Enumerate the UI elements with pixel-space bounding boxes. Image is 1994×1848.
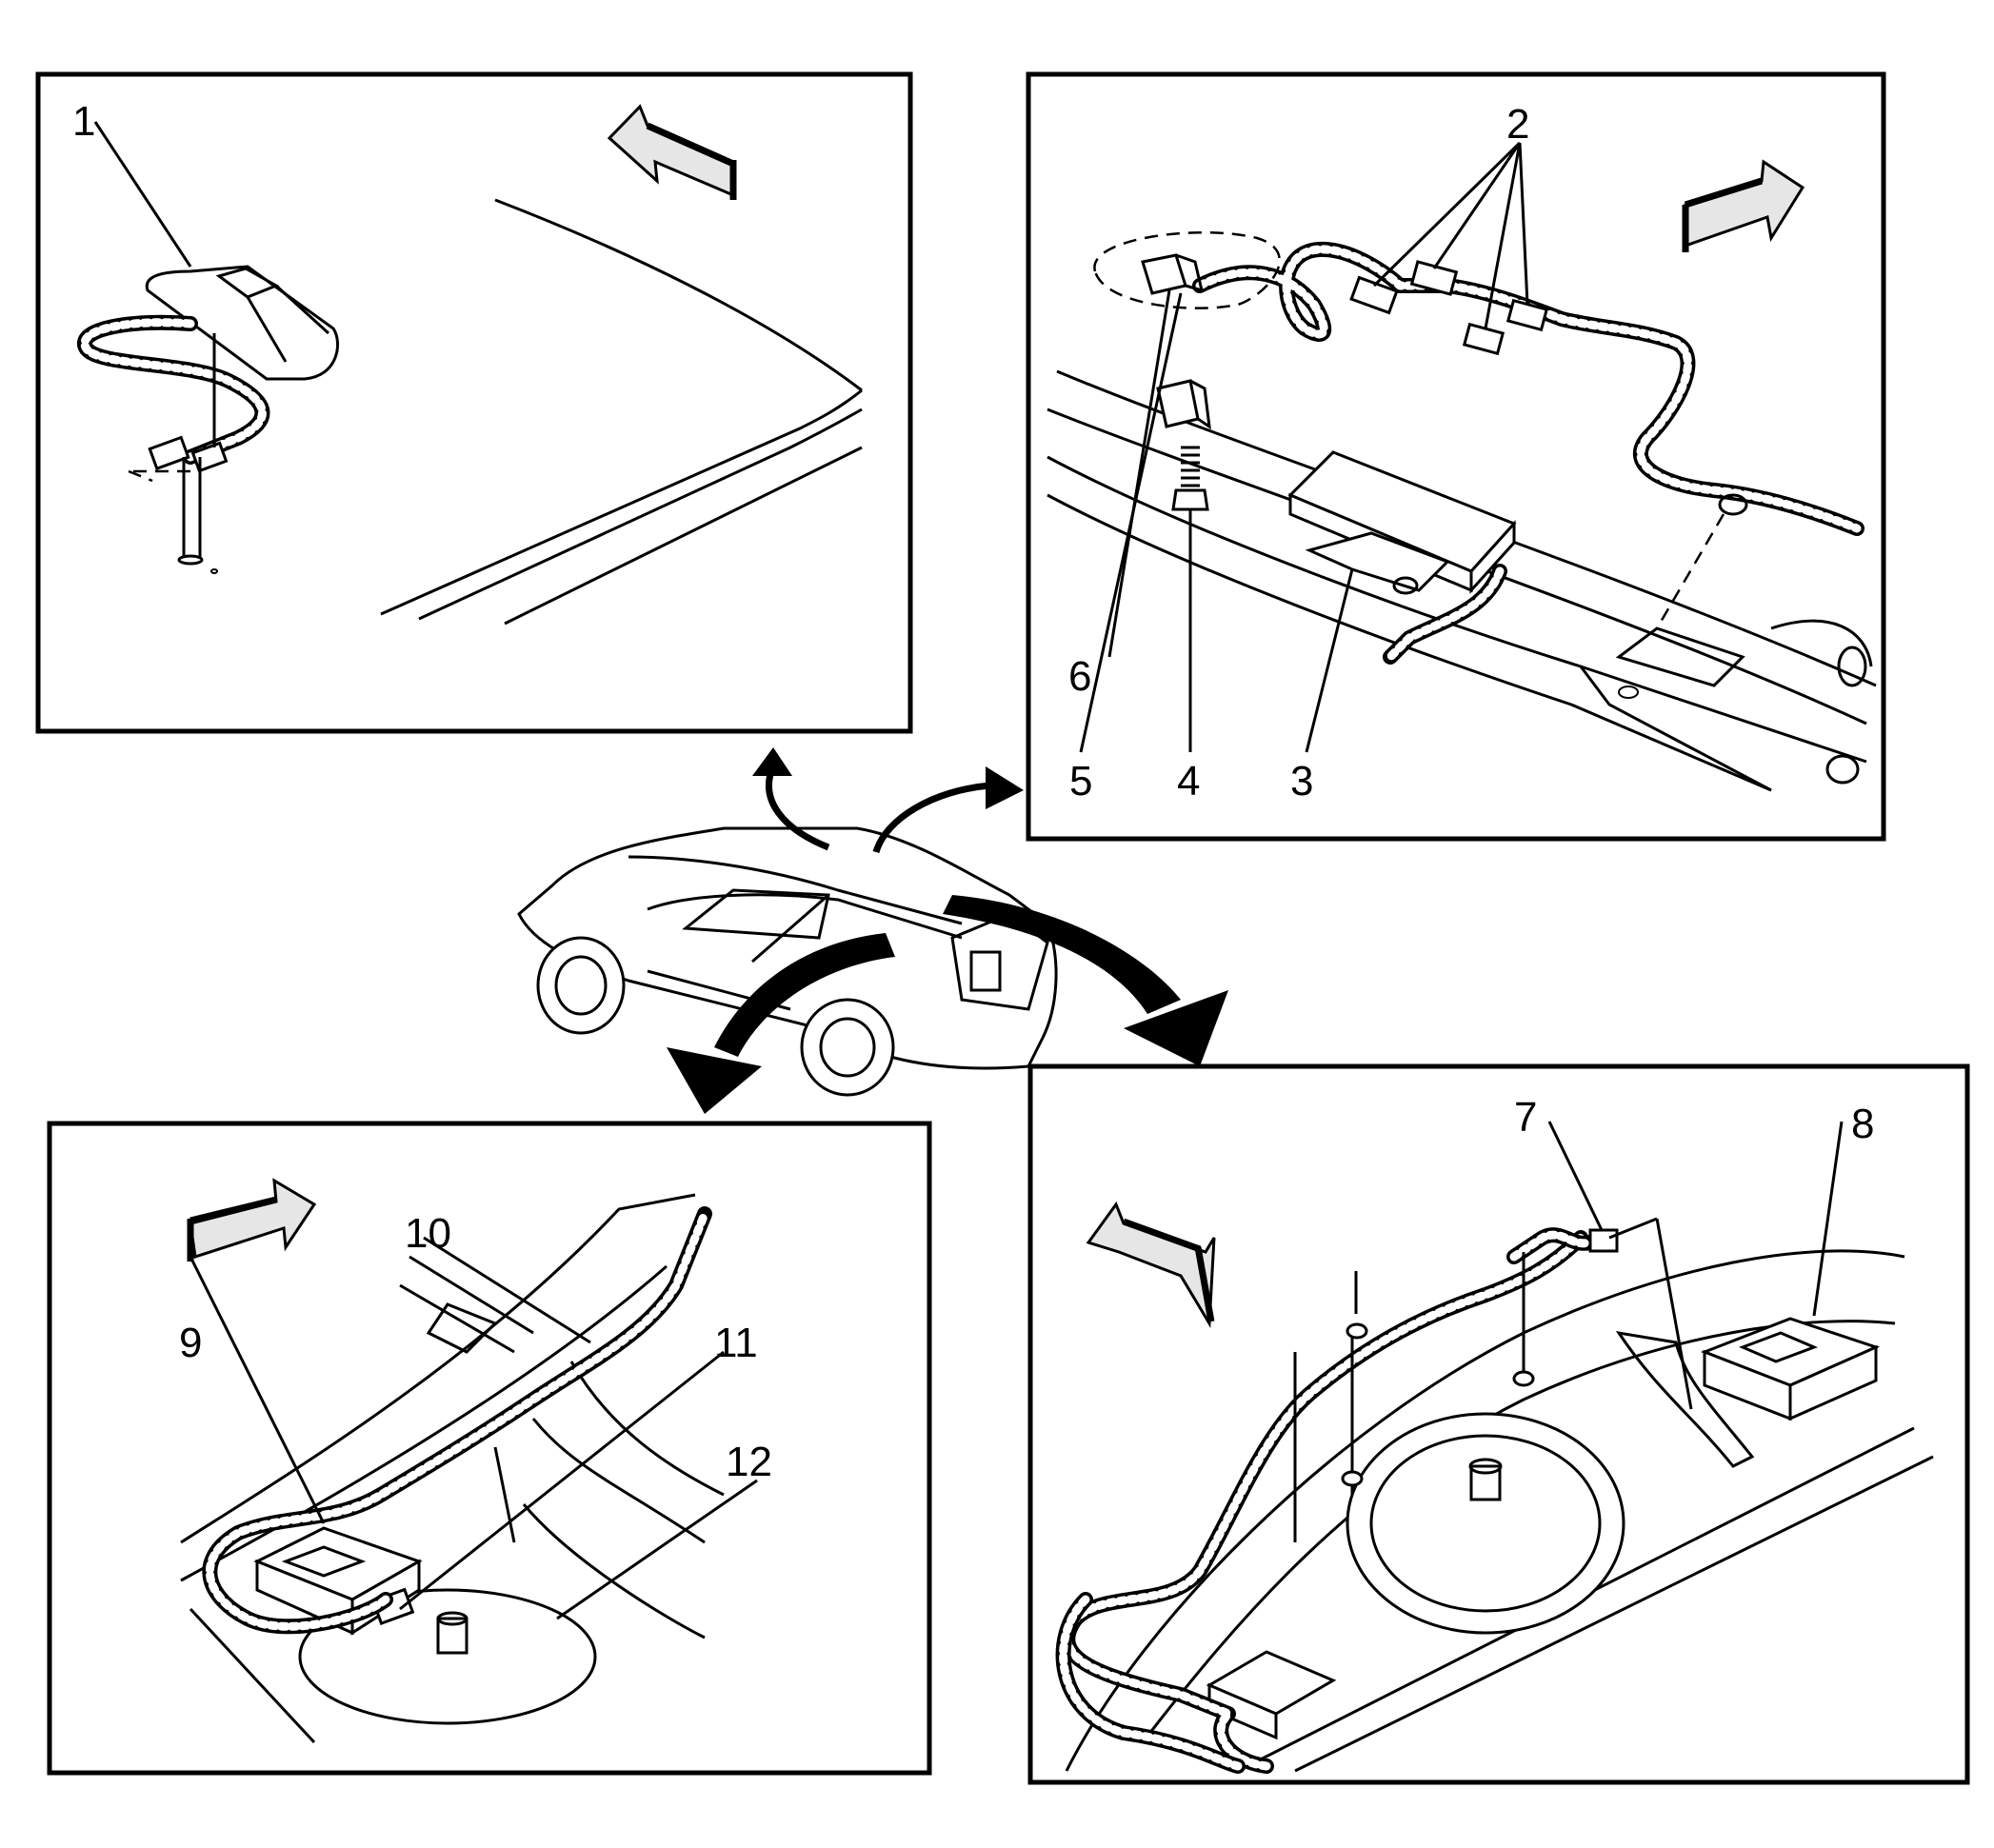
panel-trunk-left: 10 9 11 12 [47, 1121, 932, 1776]
connector-2a [1349, 275, 1399, 315]
direction-arrow-icon [1086, 1201, 1216, 1328]
callout-1: 1 [72, 98, 95, 145]
panel-roof-antenna: 1 [35, 71, 913, 734]
curved-pointer-arrow-icon [667, 933, 895, 1114]
callout-9: 9 [179, 1320, 202, 1366]
curved-pointer-arrow-icon [752, 747, 830, 851]
direction-arrow-icon [187, 1178, 317, 1262]
callout-4: 4 [1177, 758, 1200, 805]
module-3 [1287, 450, 1517, 595]
direction-arrow-icon [607, 104, 737, 200]
connector-7 [1588, 1228, 1619, 1253]
curved-pointer-arrow-icon [943, 895, 1228, 1066]
callout-12: 12 [726, 1439, 772, 1485]
callout-2: 2 [1506, 101, 1529, 148]
leader-line-1 [93, 121, 192, 268]
vehicle-overview [517, 826, 1058, 1097]
callout-11: 11 [714, 1320, 758, 1366]
curved-pointer-arrow-icon [872, 766, 1024, 854]
direction-arrow-icon [1682, 159, 1805, 252]
callout-3: 3 [1290, 758, 1313, 805]
callout-8: 8 [1851, 1101, 1874, 1147]
speaker-rear [1346, 1412, 1625, 1635]
callout-7: 7 [1514, 1094, 1537, 1141]
callout-10: 10 [405, 1210, 451, 1257]
callout-6: 6 [1068, 653, 1091, 700]
speaker-12 [298, 1588, 597, 1725]
callout-5: 5 [1069, 758, 1092, 805]
roof-antenna [145, 265, 340, 381]
connector-2d [1505, 298, 1549, 332]
panel-trunk-right: 7 8 [1027, 1063, 1970, 1785]
connector-2b [1409, 260, 1459, 296]
panel-harness-module: 2 3 4 5 6 [1026, 71, 1886, 842]
connector-2c [1462, 322, 1505, 356]
module-8 [1700, 1317, 1881, 1421]
